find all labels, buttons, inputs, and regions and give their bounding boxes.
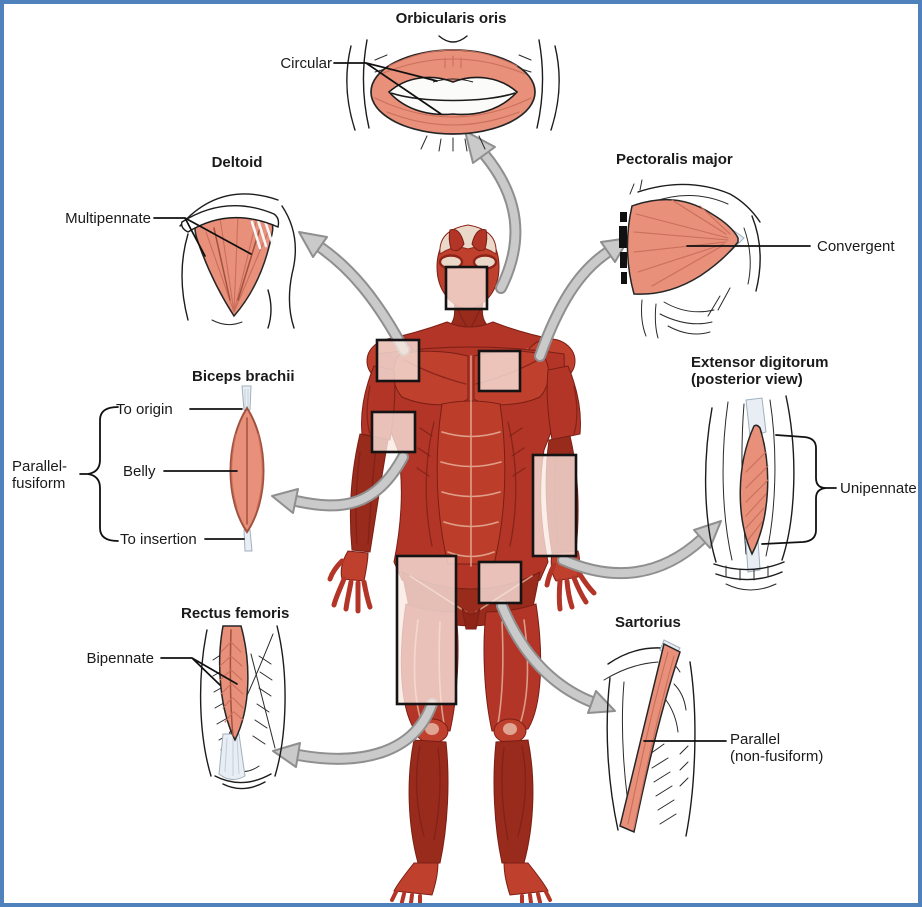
- pectoralis-inset-drawing: [619, 179, 761, 339]
- arrow-thigh-to-rectus: [272, 698, 438, 768]
- circular-leader-lines: [333, 62, 442, 115]
- multipennate-label: Multipennate: [65, 210, 151, 227]
- to-origin-label: To origin: [116, 401, 173, 418]
- extensor-title-line2: (posterior view): [691, 371, 803, 388]
- highlight-box-inner-thigh: [477, 560, 523, 605]
- belly-label: Belly: [123, 463, 156, 480]
- sternum-bar: [619, 212, 627, 284]
- highlight-box-chest: [477, 349, 522, 393]
- bipennate-leader-lines: [160, 657, 238, 686]
- arrow-chest-to-pectoralis: [534, 237, 630, 362]
- arrow-arm-to-biceps: [271, 451, 409, 514]
- extensor-inset-drawing: [704, 395, 795, 591]
- highlight-box-shoulder: [375, 338, 421, 383]
- highlight-box-forearm: [531, 453, 578, 558]
- biceps-leader-lines: [79, 406, 245, 542]
- highlight-box-thigh: [395, 554, 458, 706]
- sartorius-title: Sartorius: [615, 614, 681, 631]
- biceps-inset-drawing: [229, 385, 265, 552]
- deltoid-inset-drawing: [179, 193, 297, 329]
- biceps-title: Biceps brachii: [192, 368, 295, 385]
- arrow-forearm-to-extensor: [557, 520, 722, 580]
- unipennate-label: Unipennate: [840, 480, 917, 497]
- highlight-box-upper-arm: [370, 410, 417, 454]
- extensor-title: Extensor digitorum (posterior view): [691, 354, 829, 388]
- convergent-label: Convergent: [817, 238, 895, 255]
- sartorius-inset-drawing: [603, 639, 696, 837]
- multipennate-leader-lines: [153, 217, 252, 257]
- deltoid-title: Deltoid: [211, 154, 263, 171]
- parallel-nonfusiform-label: Parallel (non-fusiform): [730, 731, 823, 765]
- rectus-inset-drawing: [199, 625, 286, 790]
- pectoralis-title: Pectoralis major: [616, 151, 733, 168]
- arrow-thigh-to-sartorius: [496, 600, 616, 714]
- parallel-fusiform-label: Parallel- fusiform: [12, 458, 67, 492]
- arrow-face-to-orbicularis: [464, 130, 522, 294]
- highlight-boxes: [370, 265, 578, 706]
- diagram-canvas: [79, 35, 837, 903]
- highlight-box-face: [444, 265, 489, 311]
- to-insertion-label: To insertion: [120, 531, 197, 548]
- parallel-fusiform-label-line2: fusiform: [12, 475, 66, 492]
- extensor-title-line1: Extensor digitorum: [691, 354, 829, 371]
- unipennate-bracket: [761, 434, 837, 545]
- orbicularis-title: Orbicularis oris: [395, 10, 507, 27]
- parallel-nonfusiform-label-line1: Parallel: [730, 731, 781, 748]
- parallel-nonfusiform-label-line2: (non-fusiform): [730, 748, 824, 765]
- circular-label: Circular: [280, 55, 332, 72]
- parallel-fusiform-brace: [87, 406, 119, 542]
- arrow-shoulder-to-deltoid: [298, 231, 410, 356]
- parallel-fusiform-label-line1: Parallel-: [12, 458, 68, 475]
- orbicularis-inset-drawing: [346, 35, 560, 152]
- bipennate-label: Bipennate: [86, 650, 154, 667]
- rectus-title: Rectus femoris: [181, 605, 290, 622]
